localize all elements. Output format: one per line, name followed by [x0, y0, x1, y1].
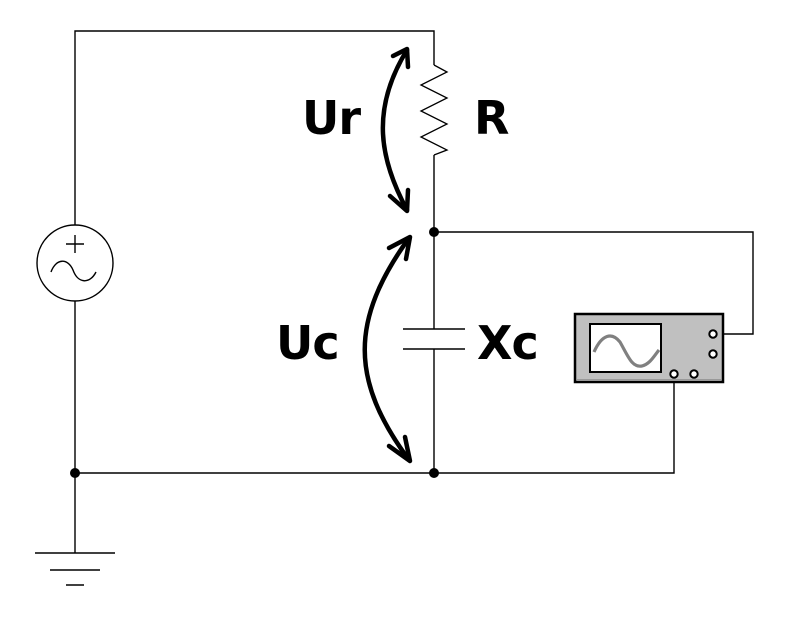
- node-dot: [429, 468, 439, 478]
- arrowhead-ur-bottom-icon: [387, 187, 411, 214]
- capacitor-icon: [403, 328, 465, 350]
- ac-source-icon: [36, 224, 114, 302]
- scope-terminal: [689, 369, 699, 379]
- node-dot: [429, 227, 439, 237]
- oscilloscope-screen: [589, 323, 662, 373]
- label-ur: Ur: [302, 91, 361, 145]
- junction-nodes: [70, 227, 439, 478]
- node-dot: [70, 468, 80, 478]
- scope-terminal: [708, 329, 718, 339]
- arrowhead-ur-top-icon: [390, 46, 411, 70]
- arrowhead-uc-bottom-icon: [386, 434, 413, 464]
- arrow-uc-icon: [362, 235, 412, 463]
- ground-icon: [35, 552, 115, 586]
- arrow-ur-icon: [380, 47, 410, 213]
- wire-probe: [434, 231, 754, 335]
- voltage-arrows: [362, 47, 412, 463]
- scope-terminal: [669, 369, 679, 379]
- wire-bottom: [75, 382, 675, 474]
- scope-terminal: [708, 349, 718, 359]
- wire-top: [74, 30, 435, 225]
- sine-trace-icon: [592, 334, 661, 368]
- oscilloscope-icon: [573, 312, 725, 384]
- arrowheads: [386, 46, 413, 464]
- label-r: R: [474, 91, 509, 145]
- resistor-icon: [419, 64, 449, 156]
- label-xc: Xc: [477, 316, 539, 370]
- label-uc: Uc: [276, 316, 340, 370]
- arrowhead-uc-top-icon: [386, 234, 413, 262]
- wires: [74, 30, 754, 553]
